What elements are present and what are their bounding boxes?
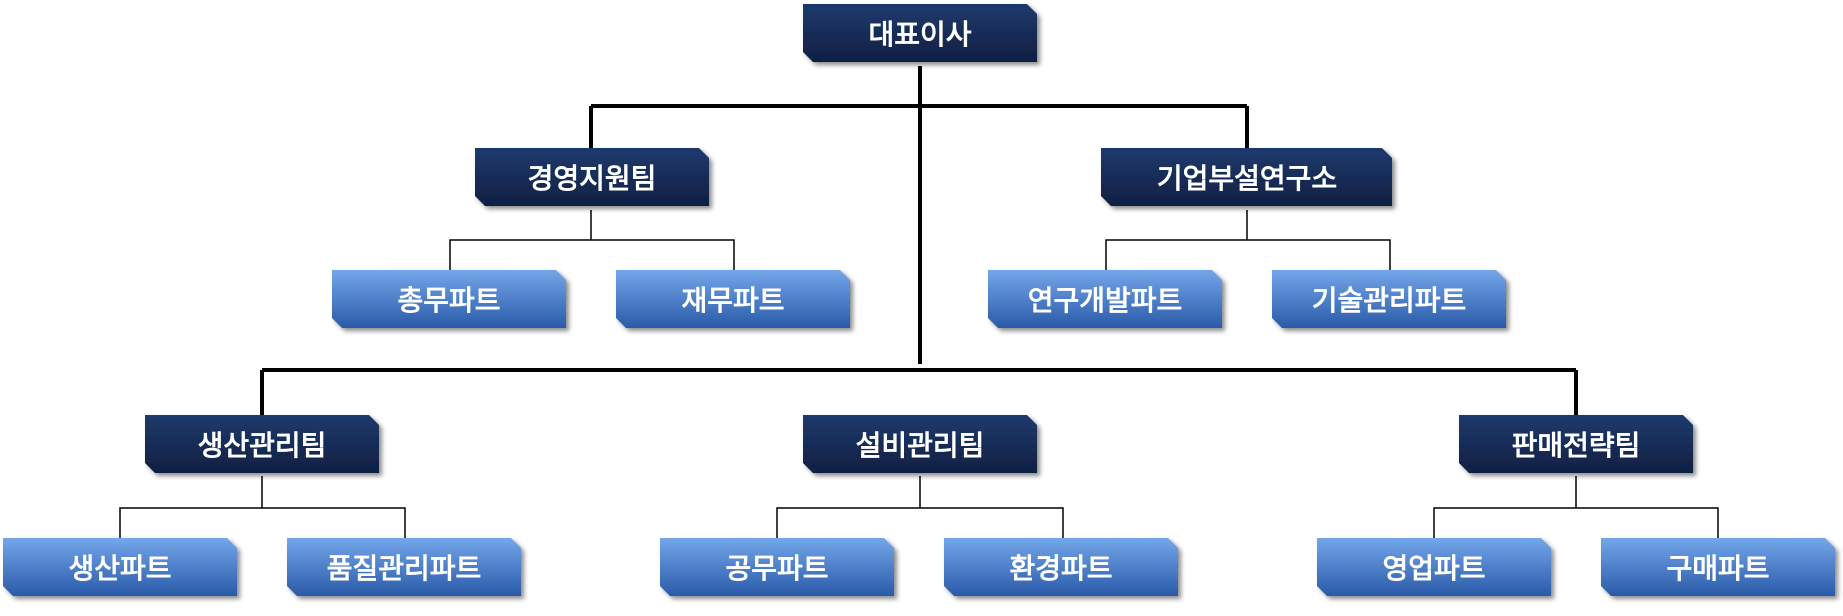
- box-team-sales-label: 판매전략팀: [1512, 429, 1641, 462]
- box-team-facility-label: 설비관리팀: [856, 429, 985, 462]
- box-part-engineering: 공무파트: [660, 538, 894, 596]
- box-part-finance-label: 재무파트: [681, 284, 784, 317]
- box-part-tech-mgmt-label: 기술관리파트: [1312, 284, 1467, 317]
- box-part-quality-label: 품질관리파트: [327, 552, 482, 585]
- box-part-finance: 재무파트: [616, 270, 850, 328]
- box-part-production-label: 생산파트: [68, 552, 171, 585]
- box-team-sales: 판매전략팀: [1459, 415, 1693, 473]
- box-team-rnd-center: 기업부설연구소: [1101, 148, 1392, 206]
- box-team-rnd-center-label: 기업부설연구소: [1157, 162, 1337, 195]
- box-part-purchasing: 구매파트: [1601, 538, 1835, 596]
- box-team-production: 생산관리팀: [145, 415, 379, 473]
- box-part-rnd: 연구개발파트: [988, 270, 1222, 328]
- box-part-general-affairs: 총무파트: [332, 270, 566, 328]
- box-part-environment-label: 환경파트: [1009, 552, 1112, 585]
- box-team-production-label: 생산관리팀: [198, 429, 327, 462]
- box-part-production: 생산파트: [3, 538, 237, 596]
- connector-production-parts: [119, 507, 406, 538]
- box-part-engineering-label: 공무파트: [725, 552, 828, 585]
- box-part-general-affairs-label: 총무파트: [397, 284, 500, 317]
- box-part-purchasing-label: 구매파트: [1666, 552, 1769, 585]
- box-part-business: 영업파트: [1317, 538, 1551, 596]
- box-part-environment: 환경파트: [944, 538, 1178, 596]
- box-part-quality: 품질관리파트: [287, 538, 521, 596]
- connector-sales-parts: [1433, 507, 1719, 538]
- box-team-facility: 설비관리팀: [803, 415, 1037, 473]
- connector-rnd-parts: [1105, 239, 1391, 270]
- connector-facility-parts: [776, 507, 1064, 538]
- box-ceo: 대표이사: [803, 4, 1037, 62]
- box-part-rnd-label: 연구개발파트: [1028, 284, 1183, 317]
- box-part-tech-mgmt: 기술관리파트: [1272, 270, 1506, 328]
- box-part-business-label: 영업파트: [1382, 552, 1485, 585]
- connector-management-parts: [449, 239, 735, 270]
- box-ceo-label: 대표이사: [868, 18, 971, 51]
- connectors: [119, 66, 1719, 538]
- box-team-management-support-label: 경영지원팀: [528, 162, 657, 195]
- box-team-management-support: 경영지원팀: [475, 148, 709, 206]
